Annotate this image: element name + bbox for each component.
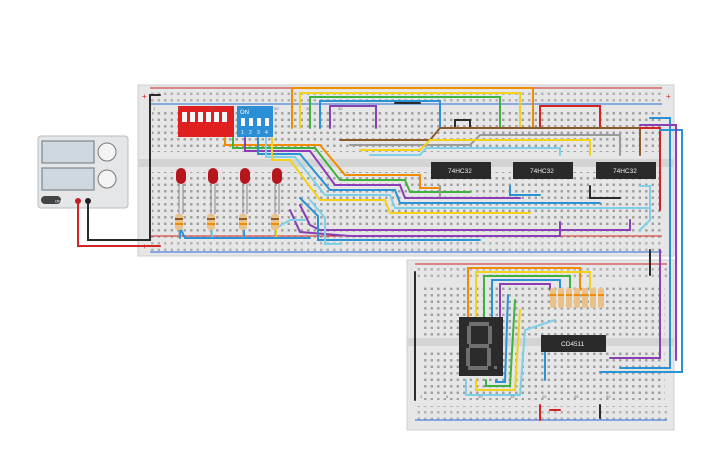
wires xyxy=(179,87,683,421)
column-numbers-bottom: 1 5 10 15 20 25 30 xyxy=(420,394,611,399)
negative-terminal[interactable] xyxy=(85,198,91,204)
dip-number-1: 1 xyxy=(241,130,244,136)
svg-text:5: 5 xyxy=(446,394,449,399)
dip-switch-on-label: ON xyxy=(240,110,249,116)
leds xyxy=(176,168,282,214)
svg-text:15: 15 xyxy=(242,106,247,111)
svg-text:1: 1 xyxy=(153,106,156,111)
voltage-knob[interactable] xyxy=(97,142,117,162)
dip-number-2: 2 xyxy=(249,130,252,136)
svg-text:30: 30 xyxy=(606,394,611,399)
ic-3-label: 74HC32 xyxy=(613,168,637,175)
current-knob[interactable] xyxy=(97,169,117,189)
power-button[interactable] xyxy=(41,196,61,204)
svg-text:10: 10 xyxy=(478,394,483,399)
resistor-array xyxy=(550,288,604,308)
or-gate-ic-2: 74HC32 xyxy=(513,162,573,179)
ic-2-label: 74HC32 xyxy=(530,168,554,175)
resistor-3 xyxy=(239,208,247,238)
resistor-2 xyxy=(207,208,215,238)
svg-text:25: 25 xyxy=(574,394,579,399)
bcd-decoder-ic: CD4511 xyxy=(541,335,606,352)
or-gate-ic-1: 74HC32 xyxy=(431,162,491,179)
decoder-label: CD4511 xyxy=(561,341,585,348)
svg-text:30: 30 xyxy=(338,106,343,111)
resistor-1 xyxy=(175,208,183,238)
column-numbers-top: 1 5 10 15 20 25 30 xyxy=(153,106,343,111)
svg-text:+: + xyxy=(666,92,671,101)
seven-segment-display xyxy=(459,317,503,376)
svg-text:+: + xyxy=(142,92,147,101)
power-button-label: OFF xyxy=(55,199,64,204)
power-supply[interactable]: OFF xyxy=(37,135,129,209)
svg-text:25: 25 xyxy=(306,106,311,111)
svg-text:15: 15 xyxy=(510,394,515,399)
svg-text:10: 10 xyxy=(210,106,215,111)
resistor-4 xyxy=(271,208,279,238)
power-wires xyxy=(77,94,161,247)
svg-text:1: 1 xyxy=(420,394,423,399)
dip-number-4: 4 xyxy=(265,130,268,136)
ic-1-label: 74HC32 xyxy=(448,168,472,175)
svg-text:20: 20 xyxy=(274,106,279,111)
dip-switch-red[interactable] xyxy=(178,106,234,137)
positive-terminal[interactable] xyxy=(75,198,81,204)
or-gate-ic-3: 74HC32 xyxy=(596,162,656,179)
svg-text:5: 5 xyxy=(178,106,181,111)
dip-switch-blue[interactable]: ON 1 2 3 4 xyxy=(237,106,273,137)
svg-text:20: 20 xyxy=(542,394,547,399)
dip-number-3: 3 xyxy=(257,130,260,136)
lower-breadboard xyxy=(406,259,675,431)
resistors xyxy=(175,208,279,238)
